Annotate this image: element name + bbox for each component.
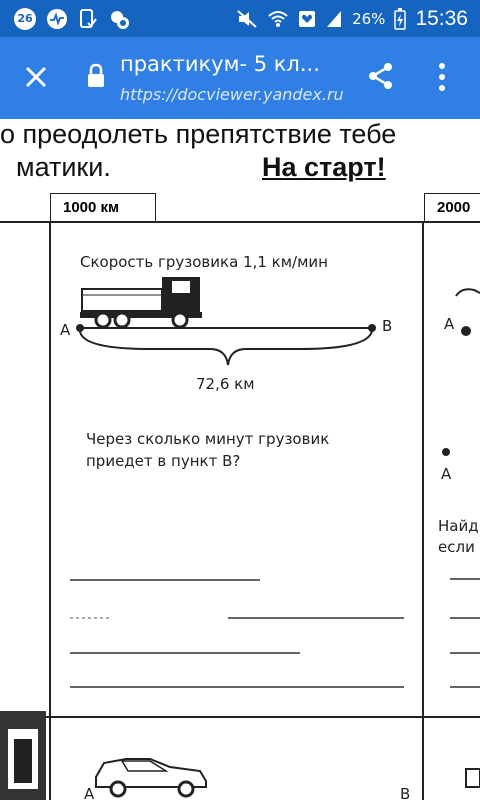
wifi-icon [268, 10, 288, 27]
status-bar: 26 26% [0, 0, 480, 37]
table-border-middle [0, 716, 480, 718]
point-a-label: А [60, 321, 71, 339]
document-text-fragment: Найд [438, 517, 479, 535]
lock-icon [88, 63, 104, 87]
clock: 15:36 [415, 6, 468, 30]
document-text-fragment: если [438, 538, 475, 556]
activity-icon [47, 8, 67, 29]
task-illustration [0, 277, 480, 800]
question-text: Через сколько минут грузовик [86, 430, 330, 448]
phone-check-icon [80, 8, 97, 28]
truck-icon [80, 277, 202, 329]
page-url: https://docviewer.yandex.ru [120, 85, 344, 104]
table-border-top [0, 221, 480, 223]
page-title: практикум- 5 кл... [120, 52, 320, 76]
start-heading: На старт! [262, 152, 386, 182]
sync-icon [111, 10, 129, 29]
share-icon[interactable] [366, 61, 396, 91]
question-text: приедет в пункт В? [86, 452, 241, 470]
browser-toolbar: практикум- 5 кл... https://docviewer.yan… [0, 37, 480, 119]
distance-label: 72,6 км [196, 375, 255, 393]
document-text-line: о преодолеть препятствие тебе [0, 119, 397, 149]
point-b-label: В [382, 317, 393, 335]
tab-1000-km: 1000 км [50, 193, 156, 221]
battery-charging-icon [394, 7, 407, 30]
battery-percent: 26% [352, 9, 386, 28]
document-viewer[interactable]: о преодолеть препятствие тебе матики. На… [0, 119, 480, 800]
point-a-label: А [84, 785, 95, 800]
heart-notification-icon [299, 10, 316, 27]
mute-icon [237, 9, 257, 28]
tab-2000: 2000 [424, 193, 480, 221]
more-options-icon[interactable] [436, 61, 448, 93]
signal-icon [327, 10, 342, 27]
document-text-line: матики. [16, 152, 111, 182]
point-a-label: А [441, 465, 452, 483]
notification-count-badge: 26 [14, 7, 36, 30]
car-icon [95, 758, 207, 798]
truck-speed-text: Скорость грузовика 1,1 км/мин [80, 253, 328, 271]
point-b-label: В [400, 785, 411, 800]
point-a-label: А [444, 315, 455, 333]
close-icon[interactable] [20, 61, 52, 93]
table-border-right [422, 221, 424, 800]
table-border-left [49, 221, 51, 800]
